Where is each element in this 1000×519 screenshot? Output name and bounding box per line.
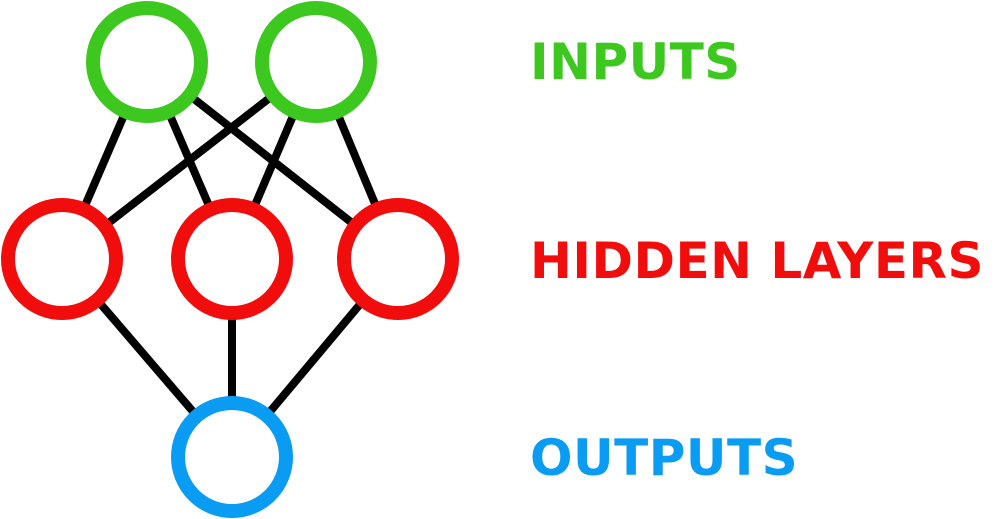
outputs-label: OUTPUTS (530, 429, 799, 487)
inputs-node-1 (255, 1, 377, 123)
outputs-node-0 (171, 396, 293, 518)
nodes-group (1, 1, 459, 518)
hidden-node-0 (1, 198, 123, 320)
hidden-node-2 (337, 198, 459, 320)
hidden-node-1 (171, 198, 293, 320)
hidden-layers-label: HIDDEN LAYERS (530, 232, 985, 290)
inputs-node-0 (86, 1, 208, 123)
inputs-label: INPUTS (530, 33, 741, 91)
